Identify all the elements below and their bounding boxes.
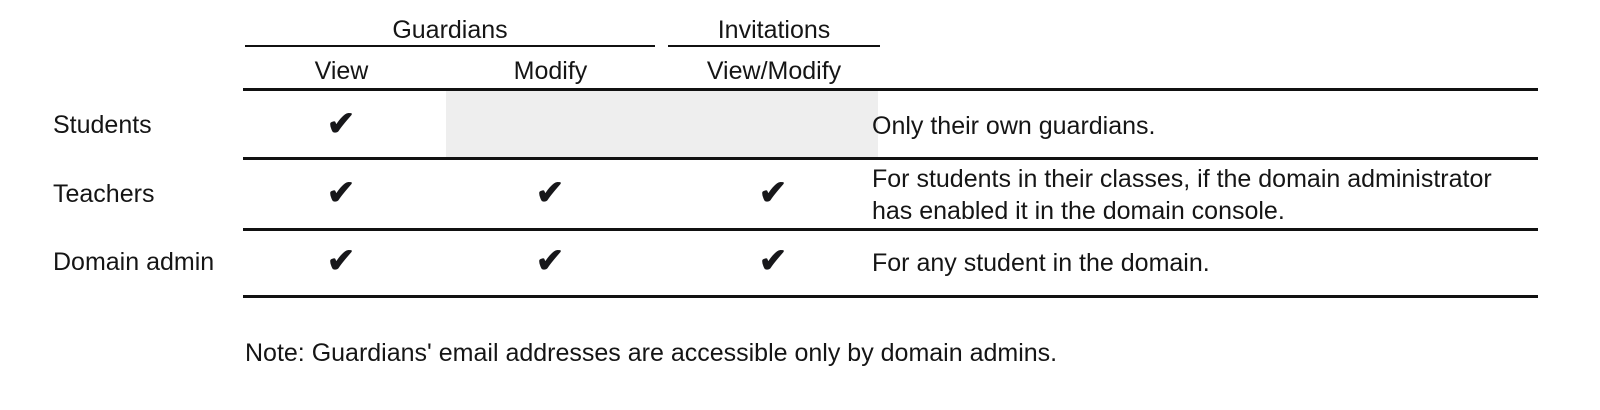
column-group-header-guardians: Guardians [392, 16, 508, 44]
check-icon-domain-admin-invitations-view-modify: ✔ [758, 242, 788, 280]
check-icon-domain-admin-guardians-modify: ✔ [535, 242, 565, 280]
table-header-rule [243, 88, 1538, 91]
check-icon-teachers-guardians-view: ✔ [326, 174, 356, 212]
check-icon-teachers-guardians-modify: ✔ [535, 174, 565, 212]
notes-domain-admin: For any student in the domain. [872, 249, 1210, 277]
notes-teachers: For students in their classes, if the do… [872, 165, 1492, 225]
column-group-header-invitations: Invitations [717, 16, 831, 44]
table-footnote: Note: Guardians' email addresses are acc… [245, 339, 1058, 367]
row-label-domain-admin: Domain admin [53, 248, 215, 276]
column-group-rule-invitations [668, 45, 880, 47]
column-group-rule-guardians [245, 45, 655, 47]
notes-students: Only their own guardians. [872, 112, 1156, 140]
row-label-students: Students [53, 111, 152, 139]
column-header-invitations-view-modify: View/Modify [706, 57, 842, 85]
disabled-cell-shading-students [446, 91, 878, 157]
check-icon-domain-admin-guardians-view: ✔ [326, 242, 356, 280]
row-rule-after-teachers [243, 228, 1538, 231]
column-header-guardians-view: View [314, 57, 369, 85]
column-header-guardians-modify: Modify [513, 57, 588, 85]
table-bottom-rule [243, 295, 1538, 298]
check-icon-students-guardians-view: ✔ [326, 105, 356, 143]
row-rule-after-students [243, 157, 1538, 160]
check-icon-teachers-invitations-view-modify: ✔ [758, 174, 788, 212]
row-label-teachers: Teachers [53, 180, 155, 208]
